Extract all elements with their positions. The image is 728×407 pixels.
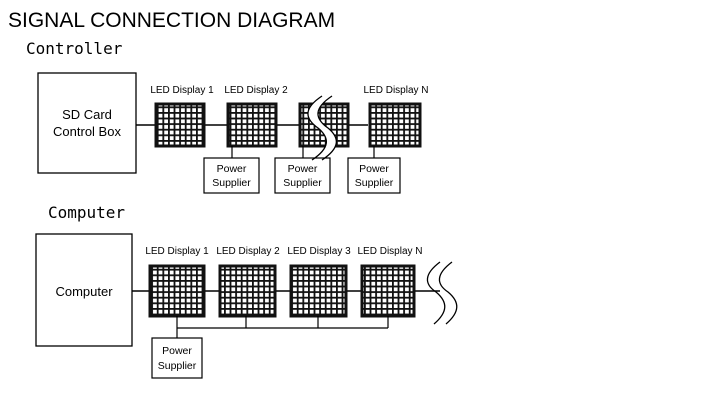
led-panel (218, 264, 277, 318)
sd-card-control-box (37, 72, 137, 174)
controller-led-display-n (368, 102, 422, 148)
controller-heading: Controller (26, 39, 123, 58)
computer-section: Computer Computer LED Display 1 LED Disp… (35, 203, 458, 379)
power-label-line2: Supplier (355, 177, 394, 189)
controller-section: Controller SD Card Control Box LED Displ… (26, 39, 429, 194)
computer-led-display-3 (289, 264, 348, 318)
controller-led-label-1: LED Display 1 (150, 85, 214, 96)
power-label-line2: Supplier (158, 360, 197, 372)
controller-led-label-2: LED Display 2 (224, 85, 288, 96)
diagram-title: SIGNAL CONNECTION DIAGRAM (8, 9, 335, 32)
power-label-line1: Power (162, 345, 192, 357)
power-label-line1: Power (288, 163, 318, 175)
computer-power-supplier: Power Supplier (151, 337, 203, 379)
sd-card-label-line2: Control Box (53, 124, 121, 139)
controller-led-display-1 (154, 102, 206, 148)
computer-led-display-2 (218, 264, 277, 318)
controller-power-supplier-1: Power Supplier (203, 157, 260, 194)
computer-led-label-3: LED Display 3 (287, 246, 351, 257)
computer-heading: Computer (48, 203, 125, 222)
computer-led-label-2: LED Display 2 (216, 246, 280, 257)
computer-box-label: Computer (55, 284, 113, 299)
computer-power-bus (176, 316, 389, 338)
led-panel (368, 102, 422, 148)
controller-break-symbol (307, 95, 337, 161)
controller-led-label-n: LED Display N (363, 85, 428, 96)
led-panel (289, 264, 348, 318)
computer-led-label-1: LED Display 1 (145, 246, 209, 257)
computer-led-display-1 (148, 264, 206, 318)
power-label-line1: Power (359, 163, 389, 175)
controller-led-display-2 (226, 102, 278, 148)
led-panel (226, 102, 278, 148)
power-label-line2: Supplier (283, 177, 322, 189)
led-panel (148, 264, 206, 318)
controller-power-supplier-3: Power Supplier (347, 157, 401, 194)
computer-box (35, 233, 133, 347)
power-label-line2: Supplier (212, 177, 251, 189)
power-label-line1: Power (217, 163, 247, 175)
sd-card-label-line1: SD Card (62, 107, 112, 122)
computer-led-label-n: LED Display N (357, 246, 422, 257)
controller-power-supplier-2: Power Supplier (274, 157, 331, 194)
computer-led-display-n (360, 264, 416, 318)
computer-break-symbol (426, 261, 458, 325)
led-panel (360, 264, 416, 318)
led-panel (154, 102, 206, 148)
